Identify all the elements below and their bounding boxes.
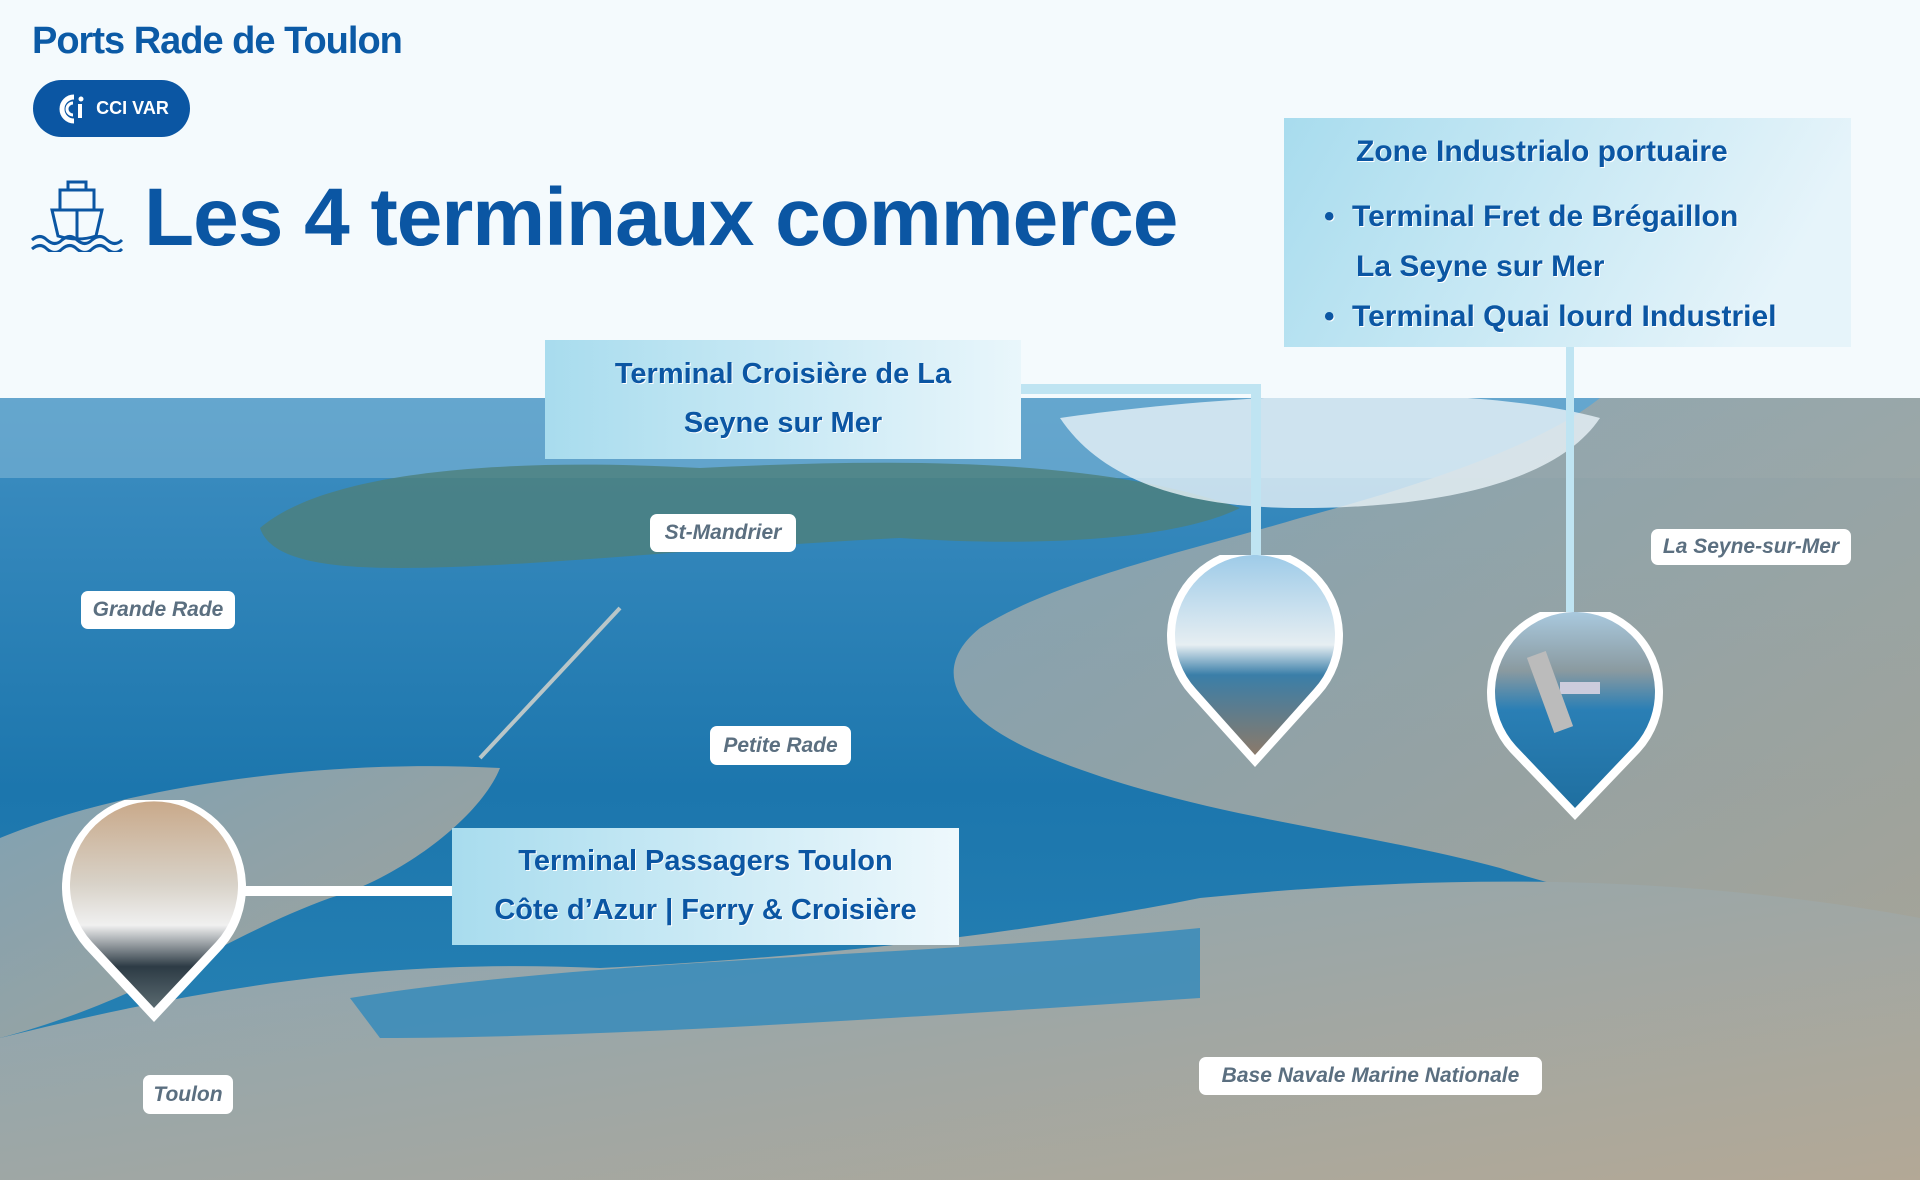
connector-line (1566, 347, 1574, 617)
page-title: Les 4 terminaux commerce (144, 172, 1178, 263)
pin-zone-industrielle[interactable] (1480, 612, 1670, 828)
croisiere-line2: Seyne sur Mer (683, 407, 883, 439)
terminal-passagers-box: Terminal Passagers Toulon Côte d’Azur | … (452, 828, 959, 945)
cci-var-logo: CCI VAR (33, 80, 190, 137)
connector-line (240, 886, 452, 896)
zone-item: Terminal Fret de Brégaillon (1352, 200, 1739, 233)
connector-line (1021, 384, 1261, 394)
logo-text: CCI VAR (96, 98, 169, 118)
map-label-petite-rade: Petite Rade (710, 726, 851, 765)
map-label-st-mandrier: St-Mandrier (650, 514, 796, 552)
brand-title: Ports Rade de Toulon (32, 20, 403, 62)
pin-croisiere[interactable] (1160, 555, 1350, 775)
map-label-toulon: Toulon (143, 1075, 233, 1114)
ship-icon (31, 180, 124, 252)
zone-heading: Zone Industrialo portuaire (1356, 135, 1728, 168)
connector-line (1251, 384, 1261, 564)
cci-logo-icon (59, 94, 84, 123)
pin-passagers-toulon[interactable] (60, 800, 250, 1028)
zone-item: La Seyne sur Mer (1356, 250, 1605, 283)
map-label-grande-rade: Grande Rade (81, 591, 235, 629)
zone-item: Terminal Quai lourd Industriel (1352, 300, 1777, 333)
terminal-croisiere-box: Terminal Croisière de La Seyne sur Mer (545, 340, 1021, 459)
passagers-line1: Terminal Passagers Toulon (518, 845, 893, 877)
map-label-la-seyne: La Seyne-sur-Mer (1651, 529, 1851, 565)
croisiere-line1: Terminal Croisière de La (614, 358, 952, 390)
zone-industrielle-box: Zone Industrialo portuaire •Terminal Fre… (1284, 118, 1851, 347)
map-label-base-navale: Base Navale Marine Nationale (1199, 1057, 1542, 1095)
passagers-line2: Côte d’Azur | Ferry & Croisière (494, 894, 917, 926)
